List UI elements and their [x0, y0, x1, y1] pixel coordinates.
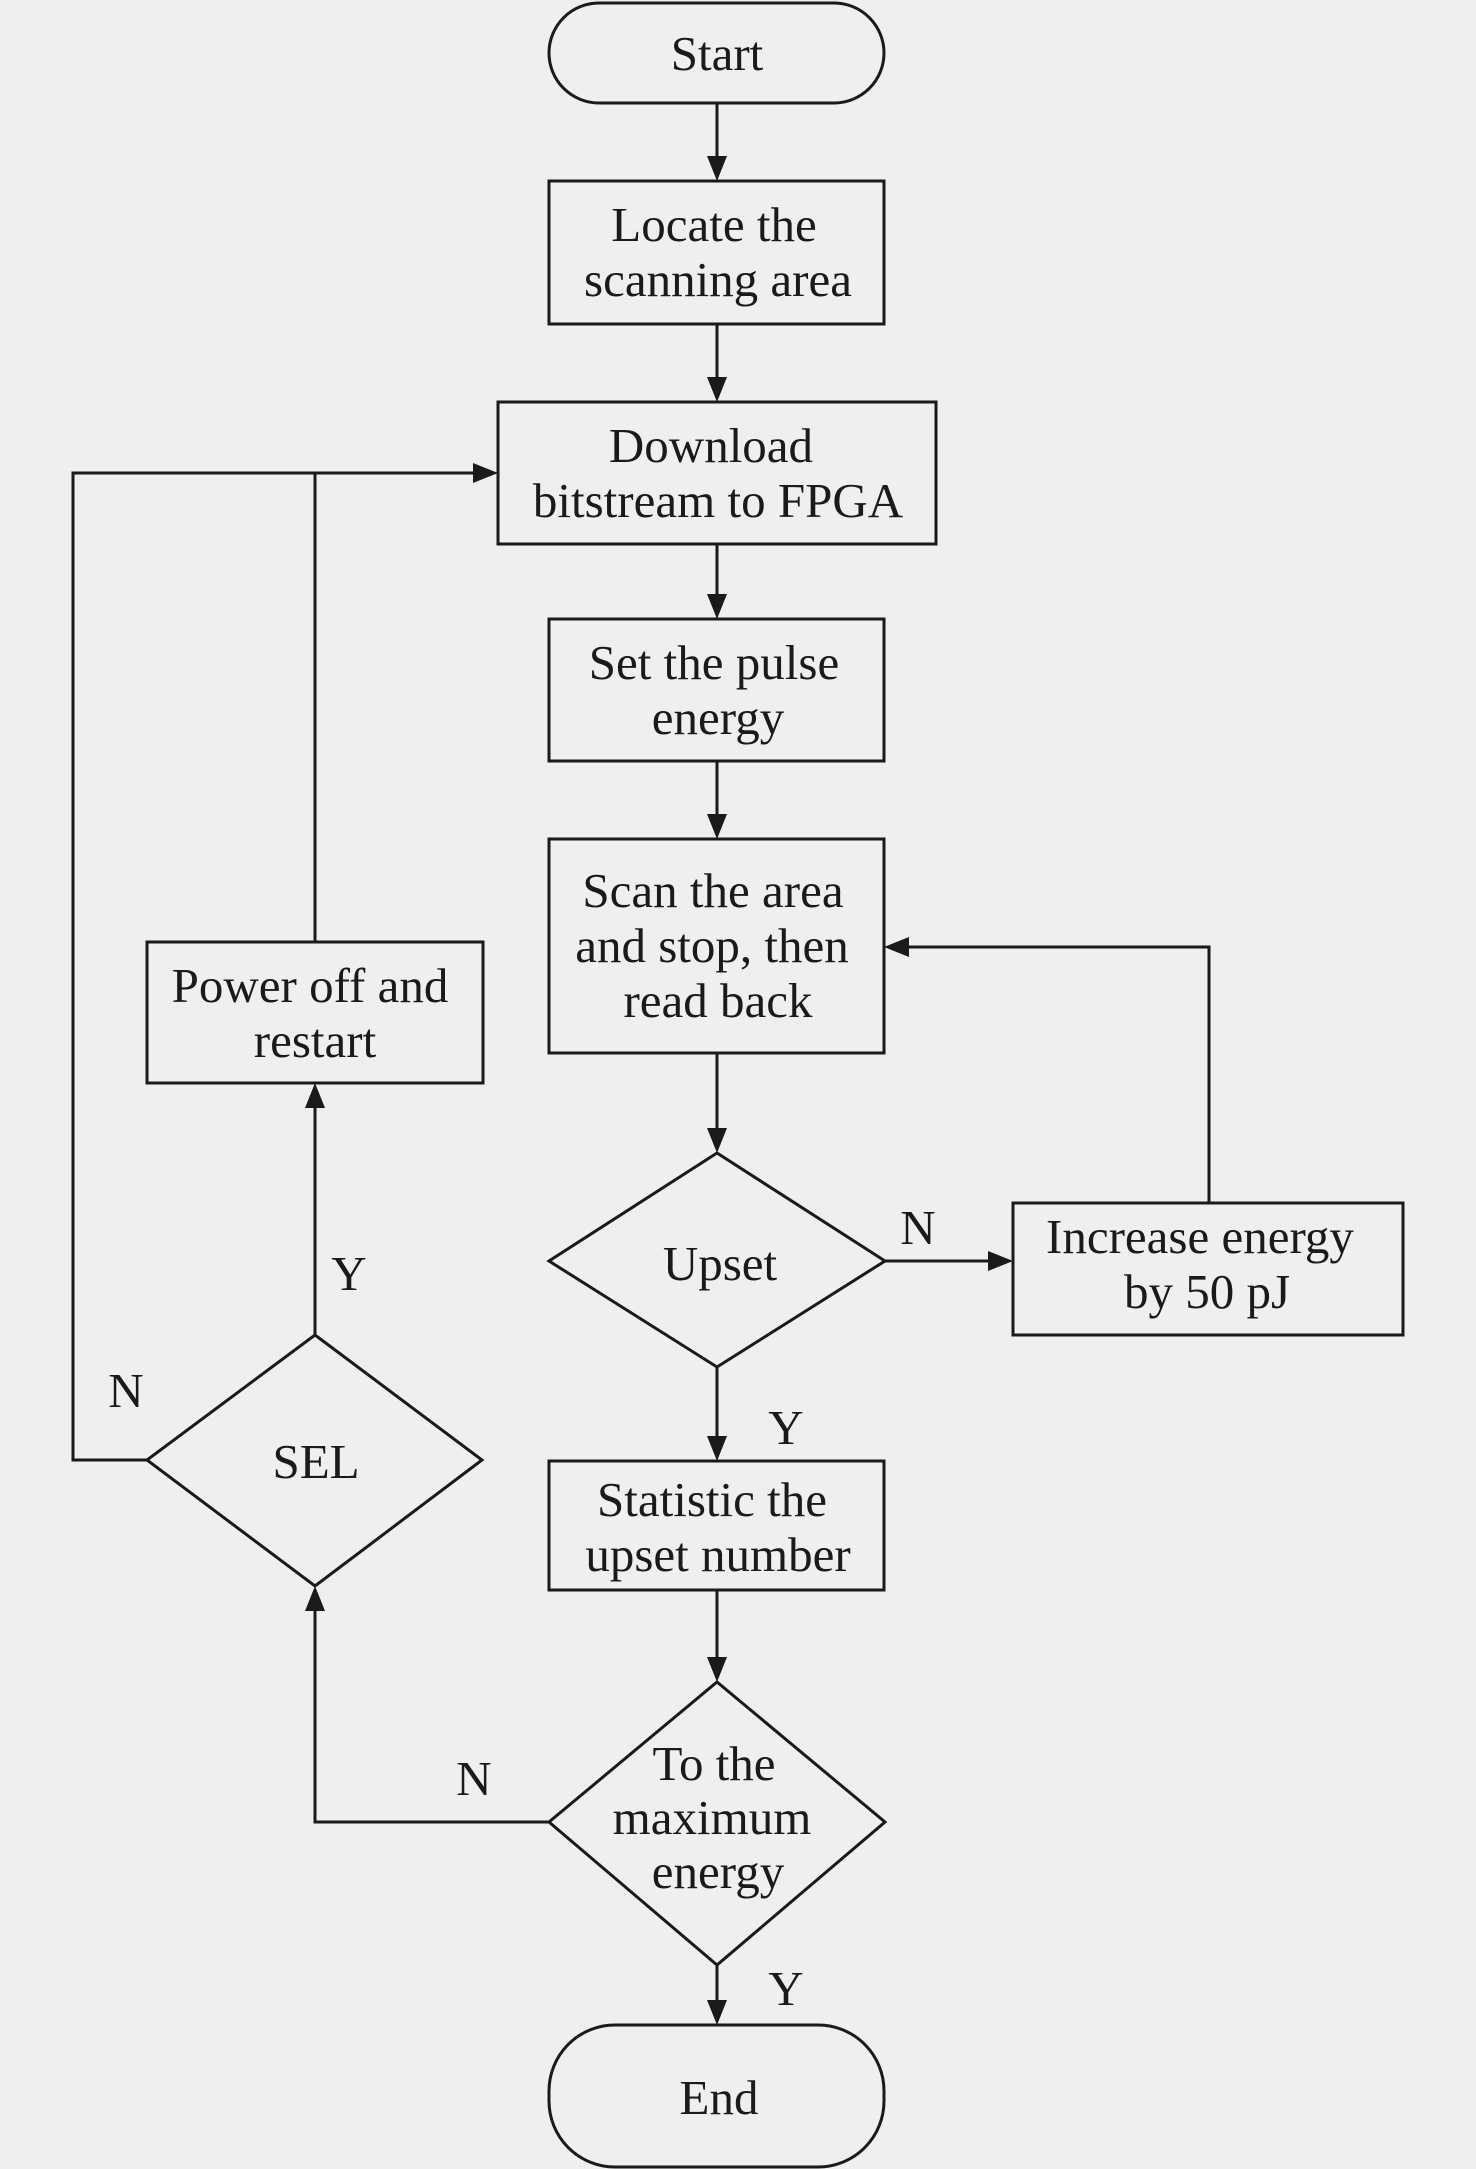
sel-label: SEL [272, 1434, 359, 1489]
max-energy-decision-node: To the maximum energy [546, 1680, 888, 1967]
increase-energy-node: Increase energy by 50 pJ [1011, 1201, 1405, 1337]
sel-no-label: N [108, 1363, 143, 1418]
arrow-download-to-set-energy [707, 544, 727, 619]
locate-label-line1: Locate the [611, 197, 816, 252]
statistic-upset-node: Statistic the upset number [547, 1459, 886, 1592]
start-label: Start [671, 26, 764, 81]
increase-label-line2: by 50 pJ [1124, 1264, 1290, 1319]
statistic-label-line2: upset number [585, 1527, 850, 1582]
set-energy-label-line2: energy [652, 690, 785, 745]
arrow-statistic-to-max-energy [707, 1590, 727, 1682]
arrow-locate-to-download [707, 324, 727, 402]
arrow-upset-to-increase [885, 1251, 1013, 1271]
arrow-max-energy-to-end [707, 1965, 727, 2025]
max-energy-label-line1: To the [652, 1736, 775, 1791]
power-off-restart-node: Power off and restart [145, 940, 485, 1085]
upset-yes-label: Y [768, 1400, 803, 1455]
scan-label-line2: and stop, then [575, 918, 849, 973]
scan-area-node: Scan the area and stop, then read back [547, 837, 886, 1055]
statistic-label-line1: Statistic the [597, 1472, 827, 1527]
max-energy-label-line2: maximum [613, 1790, 812, 1845]
arrow-scan-to-upset [707, 1053, 727, 1153]
download-label-line2: bitstream to FPGA [533, 473, 904, 528]
increase-label-line1: Increase energy [1046, 1209, 1354, 1264]
max-energy-yes-label: Y [768, 1961, 803, 2016]
sel-decision-node: SEL [144, 1333, 485, 1588]
arrow-sel-to-power-off [305, 1083, 325, 1335]
set-pulse-energy-node: Set the pulse energy [547, 617, 886, 763]
arrow-upset-to-statistic [707, 1367, 727, 1461]
max-energy-no-label: N [456, 1751, 491, 1806]
download-bitstream-node: Download bitstream to FPGA [496, 400, 938, 546]
scan-label-line3: read back [623, 973, 813, 1028]
power-off-label-line2: restart [254, 1013, 377, 1068]
upset-decision-node: Upset [546, 1151, 888, 1369]
upset-no-label: N [900, 1200, 935, 1255]
arrow-sel-no-to-download [71, 471, 315, 1462]
power-off-label-line1: Power off and [172, 958, 449, 1013]
upset-label: Upset [663, 1236, 778, 1291]
arrow-power-off-to-download [313, 463, 498, 942]
start-node: Start [547, 1, 886, 105]
download-label-line1: Download [609, 418, 813, 473]
end-label: End [680, 2070, 759, 2125]
set-energy-label-line1: Set the pulse [589, 635, 839, 690]
locate-label-line2: scanning area [584, 252, 852, 307]
end-node: End [547, 2023, 886, 2169]
scan-label-line1: Scan the area [582, 863, 843, 918]
locate-scanning-area-node: Locate the scanning area [547, 179, 886, 326]
sel-yes-label: Y [331, 1246, 366, 1301]
arrow-start-to-locate [707, 103, 727, 181]
arrow-increase-to-scan [884, 937, 1211, 1203]
arrow-max-energy-to-sel [305, 1586, 549, 1824]
max-energy-label-line3: energy [652, 1844, 785, 1899]
arrow-set-energy-to-scan [707, 761, 727, 839]
